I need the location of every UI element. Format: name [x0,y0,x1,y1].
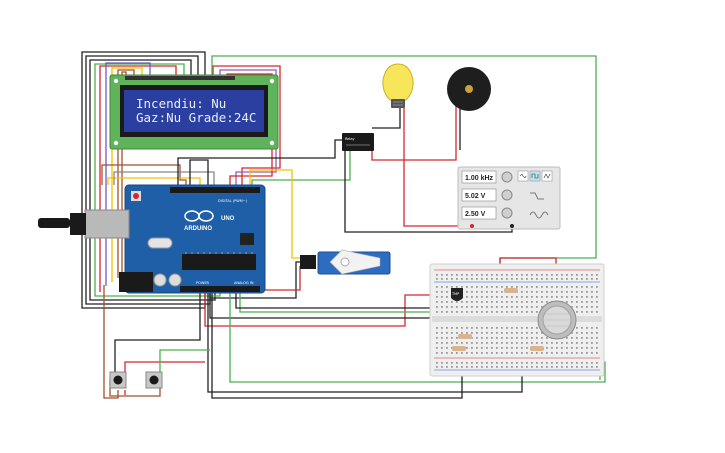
wire-lcd-4[interactable] [94,63,221,297]
wire-relay-green[interactable] [251,150,351,185]
sine-preview-icon [529,211,549,219]
wire-bulb-relay[interactable] [372,108,401,129]
triangle-wave-icon [543,173,551,179]
wire-bulb-red[interactable] [403,108,470,227]
wire-buzzer-red[interactable] [371,105,457,161]
usb-plug [38,218,70,228]
fg-terminal-pos[interactable] [470,224,474,228]
piezo-buzzer[interactable] [447,67,491,111]
servo-motor[interactable] [300,249,391,275]
resistor[interactable] [452,346,466,351]
amplitude-value: 5.02 V [465,193,486,200]
power-analog-header[interactable] [180,286,260,292]
lcd-screen [124,90,264,132]
lcd-mount-hole [113,140,119,146]
breadboard[interactable] [429,263,605,377]
light-bulb[interactable] [382,63,414,108]
pushbutton-left[interactable] [109,371,127,389]
wire-lcd-7[interactable] [111,67,143,282]
wire-lcd-10[interactable] [212,65,281,185]
breadboard-holes [436,274,598,368]
wire-btn-black[interactable] [114,292,201,378]
wire-lcd-3[interactable] [89,59,216,301]
wire-yellow-loop[interactable] [107,177,201,185]
wire-lcd-5[interactable] [99,65,177,292]
offset-display [461,206,497,220]
arduino-brand: ARDUINO [184,226,212,232]
gas-sensor-mesh [544,313,570,327]
temperature-sensor[interactable]: TMP [451,288,463,301]
wire-lcd-8[interactable] [117,69,135,278]
breadboard-center-channel [432,316,602,322]
chip-pins [185,252,253,254]
bulb-base [391,99,405,108]
wire-btn-red[interactable] [124,361,205,378]
usb-cable [70,213,86,235]
frequency-display [461,170,497,184]
wire-btn-brown2[interactable] [103,285,119,399]
amplitude-display [461,188,497,202]
lcd-mount-hole [113,78,119,84]
square-wave-icon [531,173,539,179]
servo-horn[interactable] [329,249,381,275]
sensor-label: TMP [451,292,459,296]
function-generator[interactable]: 1.00 kHz 5.02 V 2.50 V [457,166,561,230]
offset-value: 2.50 V [465,211,486,218]
fg-terminal-neg[interactable] [510,224,514,228]
lcd-line-1: Incendiu: Nu [136,96,226,111]
power-jack[interactable] [119,272,153,292]
buzzer-center [465,85,473,93]
relay-label: Relay [345,137,355,141]
lcd-line-2: Gaz:Nu Grade:24C [136,110,256,125]
capacitor [168,273,182,287]
arduino-uno[interactable]: DIGITAL (PWM~) POWER ANALOG IN ARDUINO U… [38,184,266,294]
usb-port[interactable] [84,209,130,239]
offset-knob[interactable] [501,207,513,219]
wire-ard-bb-red[interactable] [204,292,432,327]
crystal [147,237,173,249]
digital-label: DIGITAL (PWM~) [218,199,248,203]
capacitor [153,273,167,287]
amplitude-knob[interactable] [501,189,513,201]
lcd-header-pins [125,76,235,80]
atmega-chip [182,254,256,270]
arduino-logo [184,210,214,222]
resistor[interactable] [530,346,544,351]
wire-lcd-6[interactable] [105,62,151,286]
analog-label: ANALOG IN [234,281,254,285]
lcd-mount-hole [269,140,275,146]
lcd-mount-hole [269,78,275,84]
wire-ard-bb-black[interactable] [209,292,440,319]
wire-btn-green[interactable] [159,349,210,378]
relay-module[interactable]: Relay [342,133,374,151]
reset-button[interactable] [133,193,139,199]
wire-black-loop[interactable] [189,159,209,185]
small-chip [240,233,254,245]
wave-icon [519,174,527,178]
power-label: POWER [196,281,210,285]
frequency-value: 1.00 kHz [465,175,494,182]
waveform-preview-icon [530,192,544,200]
lcd-display[interactable]: Incendiu: Nu Gaz:Nu Grade:24C [109,74,279,150]
pushbutton-right[interactable] [145,371,163,389]
frequency-knob[interactable] [501,171,513,183]
servo-connector [300,255,316,269]
wire-servo-yellow[interactable] [249,169,300,259]
wire-relay-black[interactable] [177,139,345,185]
wire-gray-loop[interactable] [113,171,215,185]
gas-sensor[interactable] [537,300,577,340]
servo-shaft [340,257,350,267]
resistor[interactable] [504,288,518,293]
arduino-model: UNO [221,216,235,222]
resistor[interactable] [458,334,472,339]
digital-header[interactable] [170,187,260,193]
resistors[interactable] [452,288,544,351]
